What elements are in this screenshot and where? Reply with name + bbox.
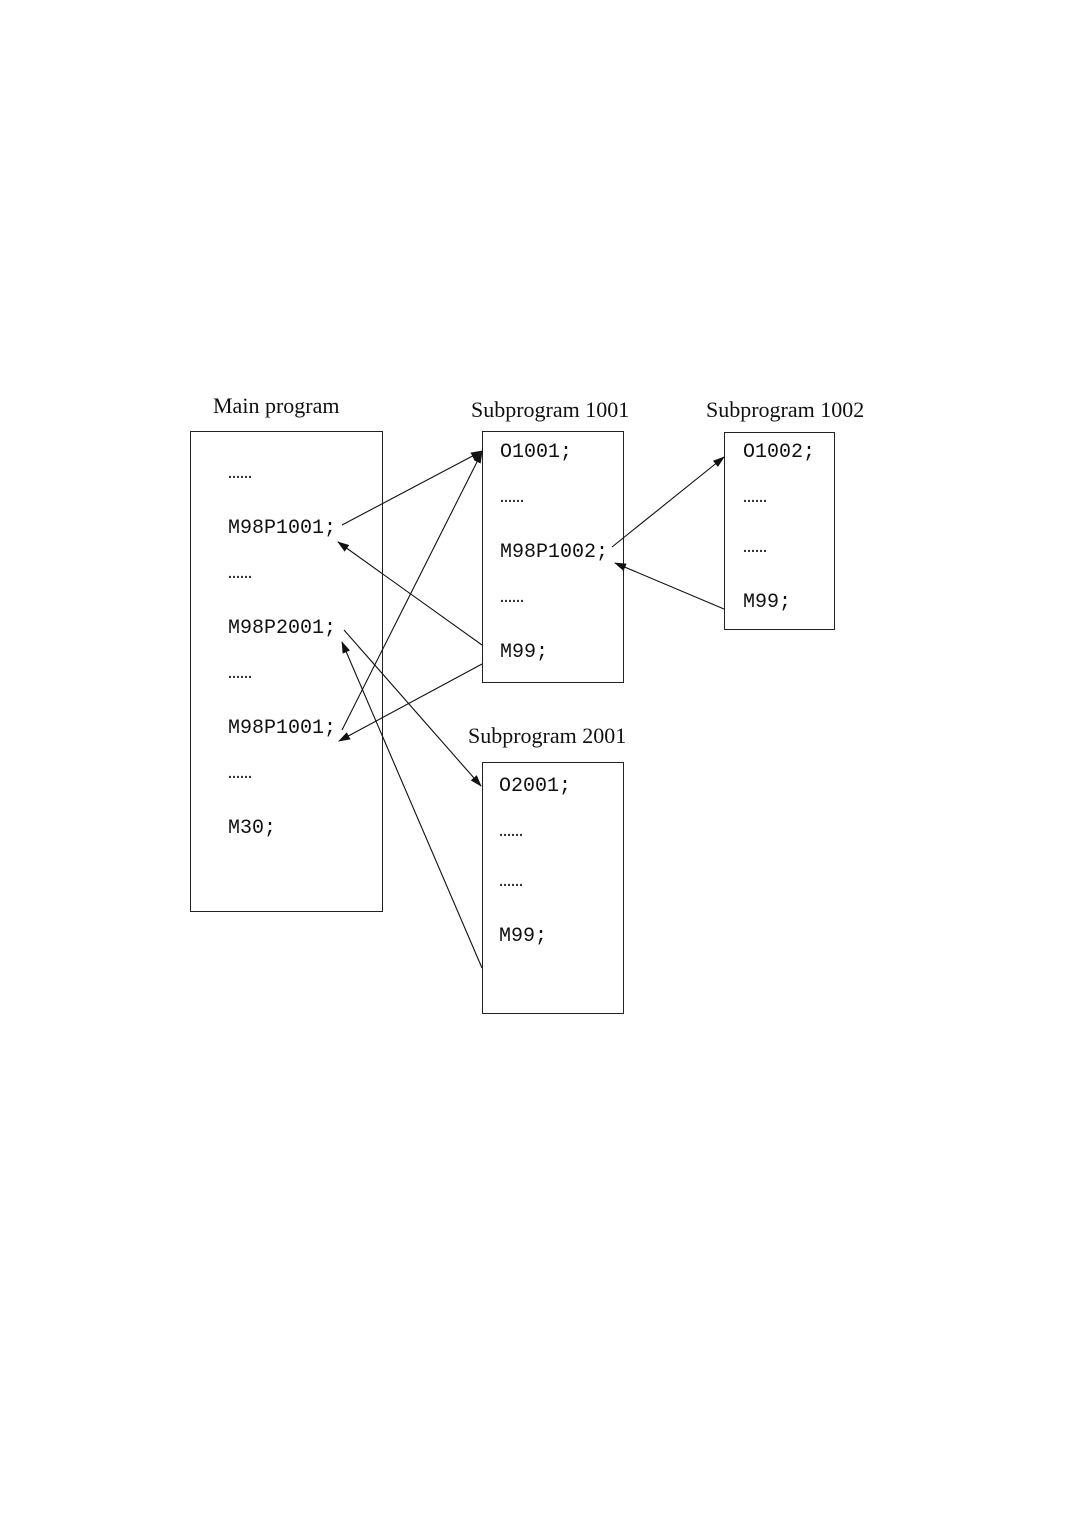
subprogram-2001-box [482,762,624,1014]
arrow-return-1001-first [337,541,483,646]
main-line-7: …… [228,762,253,785]
main-program-box [190,431,383,912]
sub2001-line-1: O2001; [499,775,572,798]
arrow-return-2001 [341,641,483,969]
main-line-3: …… [228,562,253,585]
main-line-6: M98P1001; [228,717,337,740]
sub1002-line-1: O1002; [743,441,816,464]
main-line-5: …… [228,662,253,685]
sub1002-line-4: M99; [743,591,792,614]
arrow-return-1002 [614,562,725,610]
sub1002-line-3: …… [743,536,768,559]
sub1001-line-3: M98P1002; [500,541,609,564]
subprogram-1001-box [482,431,624,683]
main-line-4: M98P2001; [228,617,337,640]
sub1001-line-2: …… [500,486,525,509]
subprogram-1001-title: Subprogram 1001 [471,397,630,422]
sub2001-line-3: …… [499,870,524,893]
sub2001-line-2: …… [499,820,524,843]
sub1001-line-5: M99; [500,641,549,664]
sub1001-line-4: …… [500,586,525,609]
sub2001-line-4: M99; [499,925,548,948]
arrow-return-1001-second [338,663,483,742]
subprogram-1002-title: Subprogram 1002 [706,397,865,422]
main-line-2: M98P1001; [228,517,337,540]
subprogram-1002-box [724,432,835,630]
main-line-1: …… [228,462,253,485]
main-line-8: M30; [228,817,277,840]
arrow-call-1001-first [341,450,483,526]
arrow-call-1001-second [341,451,483,731]
arrow-call-1002 [611,456,725,548]
main-program-title: Main program [213,393,340,418]
sub1001-line-1: O1001; [500,441,573,464]
arrow-call-2001 [343,629,482,787]
sub1002-line-2: …… [743,486,768,509]
subprogram-2001-title: Subprogram 2001 [468,723,627,748]
